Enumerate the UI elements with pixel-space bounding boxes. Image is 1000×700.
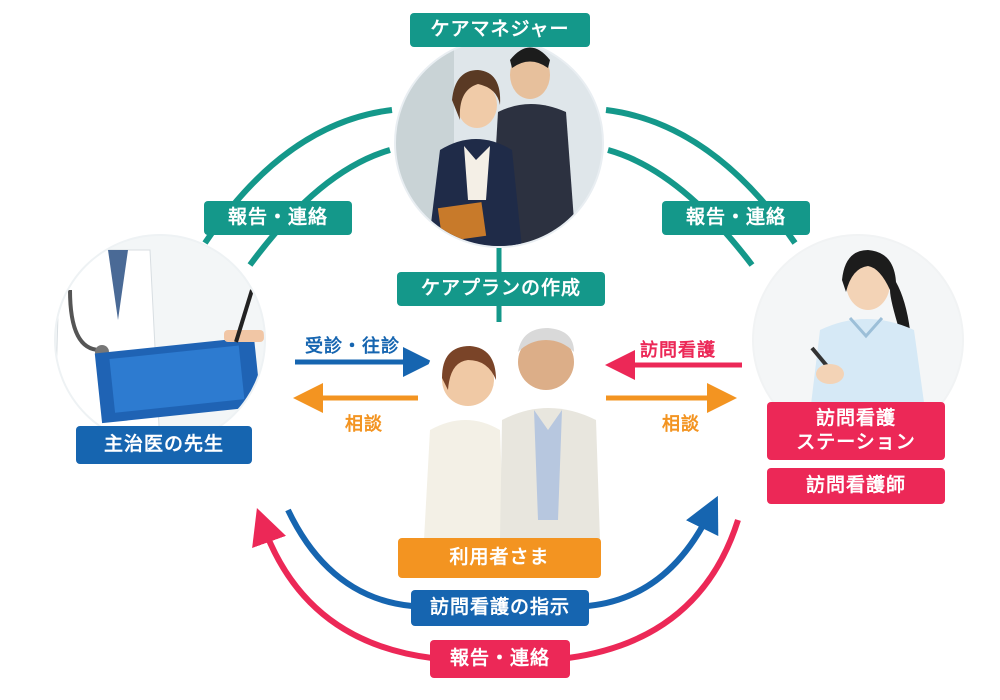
- pink-arrow-bottom-left: [252, 508, 433, 661]
- nurse-label: 訪問看護師: [767, 468, 945, 504]
- teal-arc-right-inner: [607, 147, 755, 267]
- report-contact-bottom-label: 報告・連絡: [430, 640, 570, 678]
- home-nursing-text: 訪問看護: [640, 340, 716, 361]
- consultation-visit-text: 受診・往診: [305, 336, 400, 357]
- report-contact-right-label: 報告・連絡: [662, 201, 810, 235]
- user-label: 利用者さま: [398, 538, 601, 578]
- pink-arrow-bottom-right: [567, 519, 741, 661]
- user-photo: [408, 321, 608, 560]
- report-contact-left-label: 報告・連絡: [204, 201, 352, 235]
- instruction-label: 訪問看護の指示: [411, 590, 589, 626]
- doctor-photo: [54, 234, 266, 446]
- care-plan-label: ケアプランの作成: [397, 272, 605, 306]
- teal-arc-left-inner: [247, 147, 391, 267]
- consult-left-text: 相談: [345, 414, 383, 435]
- doctor-label: 主治医の先生: [76, 426, 252, 464]
- station-label: 訪問看護 ステーション: [767, 402, 945, 460]
- blue-arrow-bottom-right: [587, 495, 719, 609]
- blue-arrow-bottom-left: [285, 508, 413, 609]
- consult-right-text: 相談: [662, 414, 700, 435]
- care-manager-label: ケアマネジャー: [410, 13, 590, 47]
- care-manager-photo: [394, 38, 604, 248]
